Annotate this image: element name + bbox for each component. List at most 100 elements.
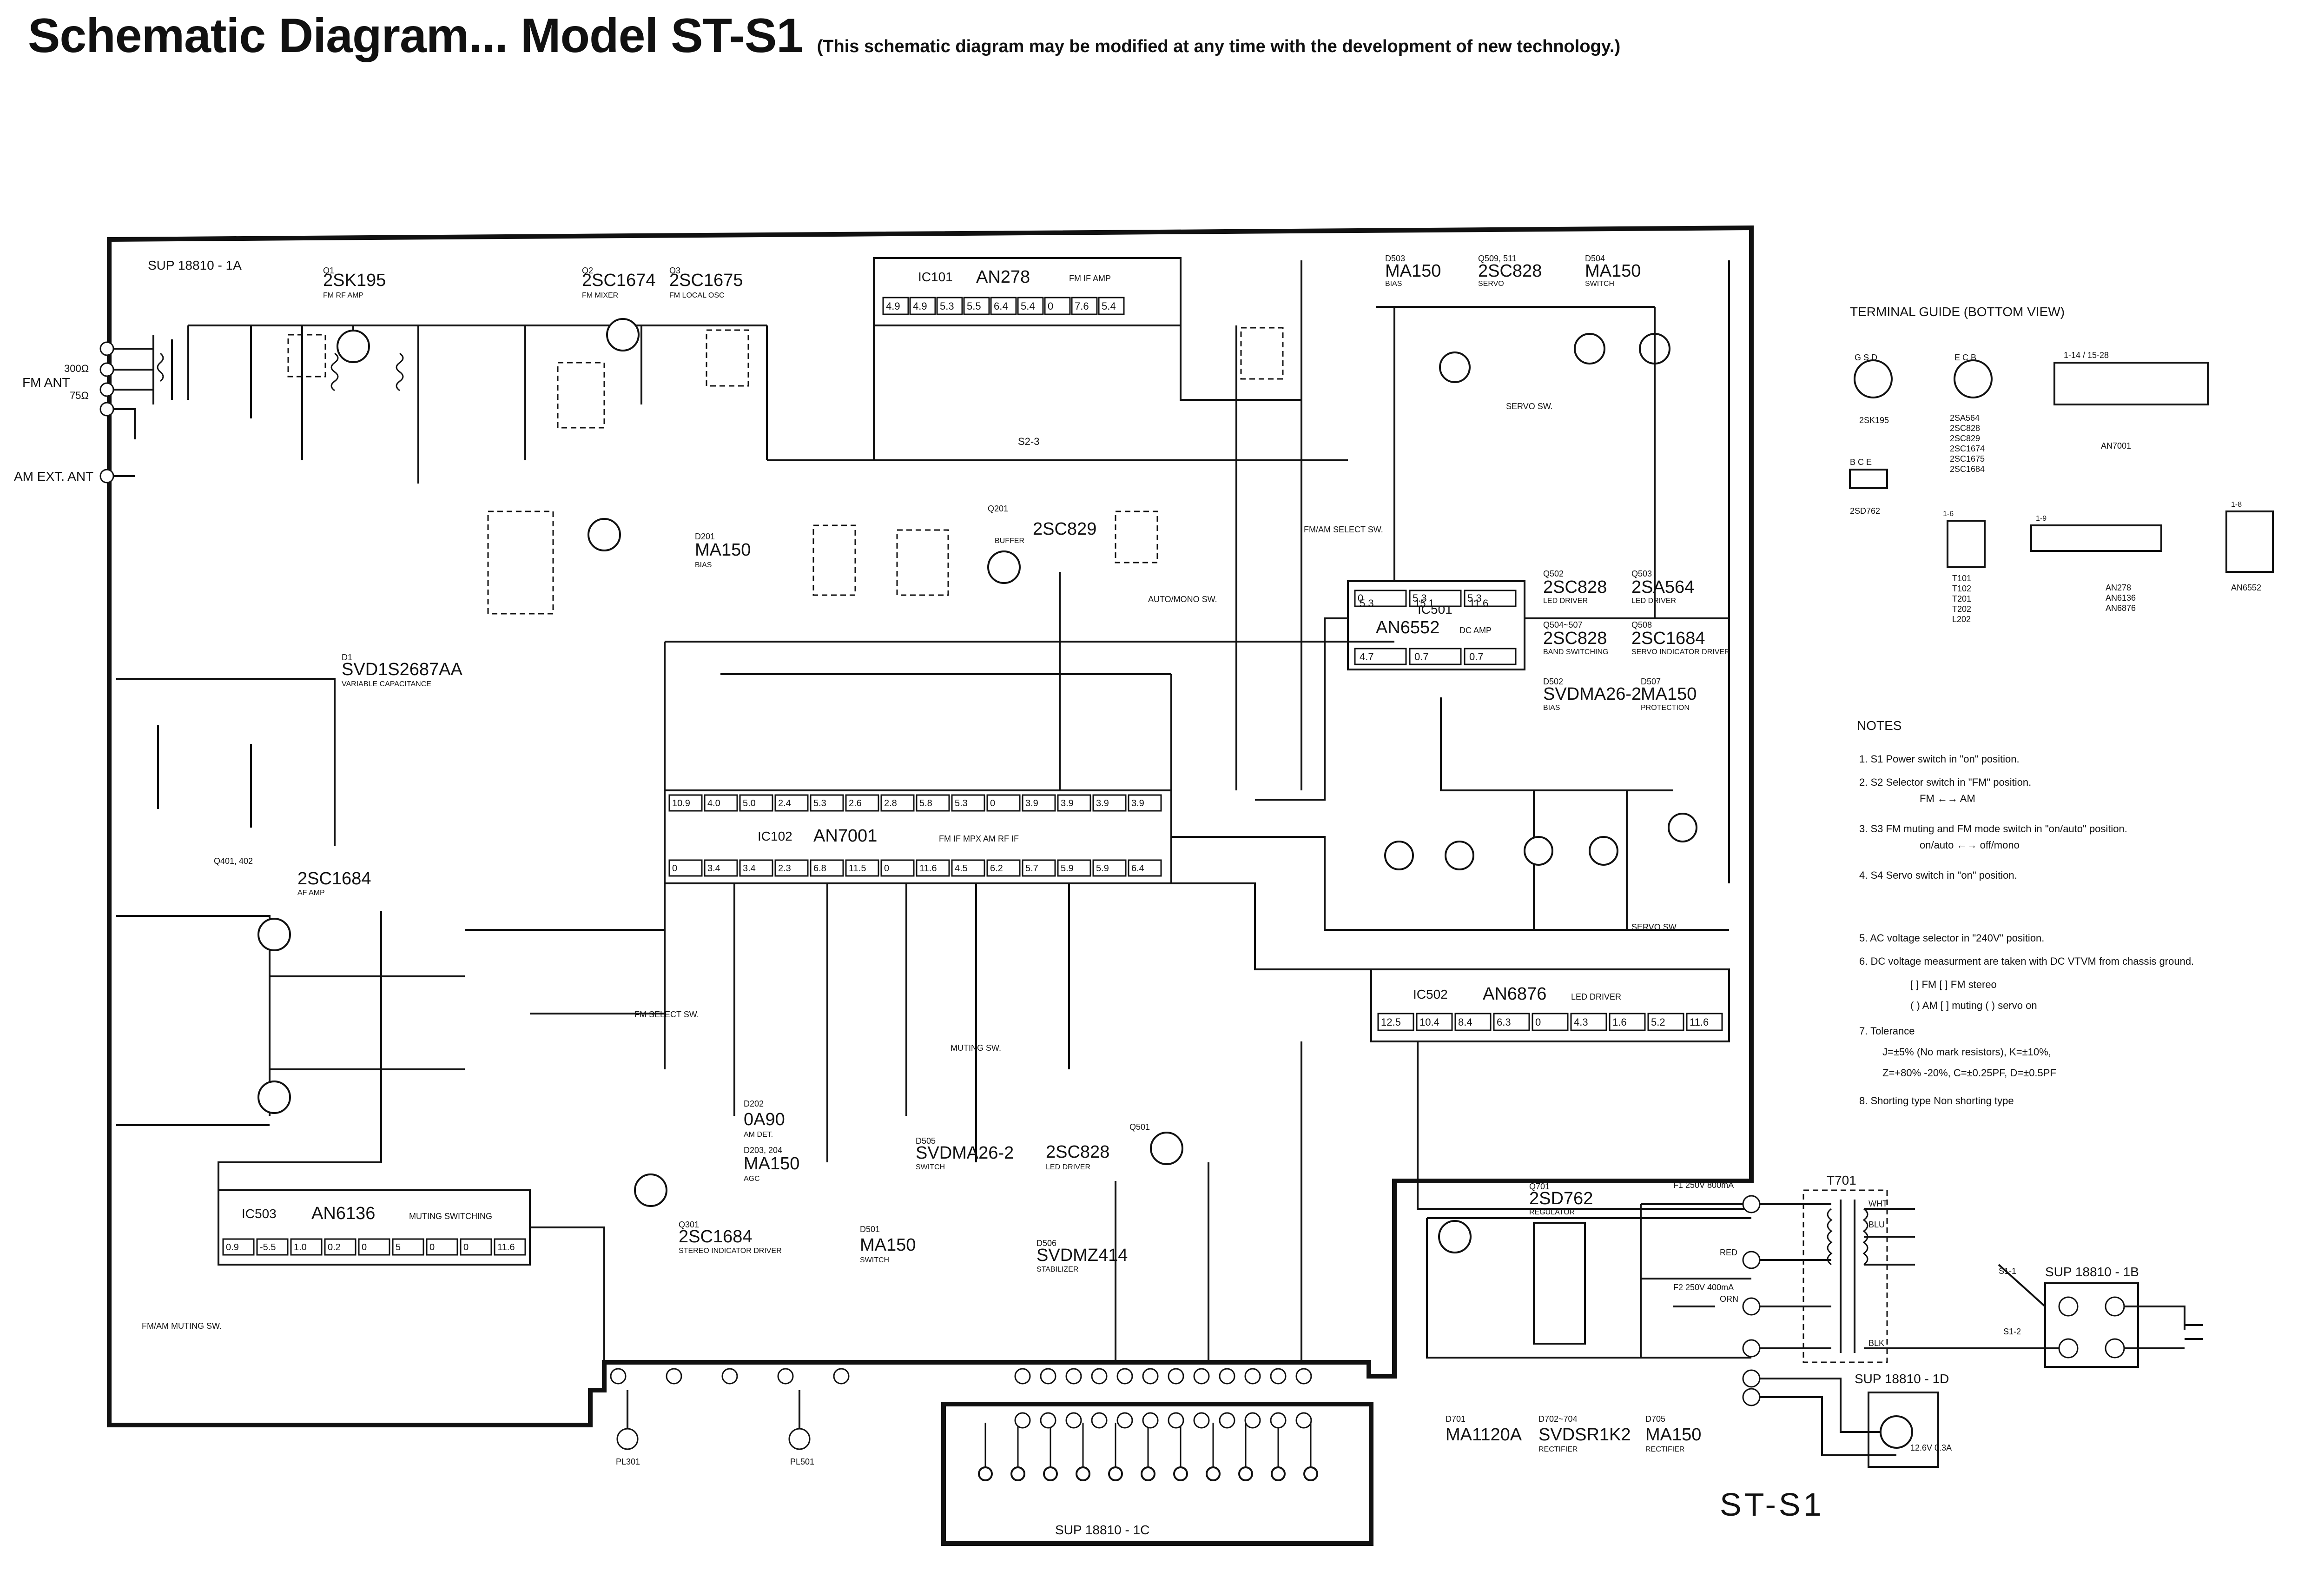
ic-pin-voltage: -5.5: [260, 1242, 276, 1253]
ic-pin-box: [916, 794, 950, 812]
ic-pin-box: [668, 859, 703, 877]
d505-ref: D505: [916, 1136, 936, 1146]
q3-role: FM LOCAL OSC: [669, 292, 725, 299]
q201-ref: Q201: [988, 504, 1008, 513]
ic-pin-box: [1686, 1013, 1723, 1031]
q503-part: 2SA564: [1631, 577, 1694, 597]
ic-pin-box: [1493, 1013, 1530, 1031]
q201-part: 2SC829: [1033, 519, 1096, 539]
d701-ref: D701: [1446, 1414, 1466, 1424]
note-line: 3. S3 FM muting and FM mode switch in "o…: [1859, 823, 2127, 835]
ic-pin-voltage: 0: [1358, 592, 1363, 604]
d502-part: SVDMA26-2: [1543, 684, 1641, 704]
ic-pin-voltage: 0: [362, 1242, 367, 1253]
plugs: PL301 PL501: [616, 1390, 814, 1466]
ic-pin-box: [1057, 794, 1091, 812]
tap-orn: ORN: [1720, 1294, 1738, 1304]
led-icon: [1238, 1466, 1253, 1481]
switch-s4-2-label: SERVO SW.: [1631, 922, 1678, 932]
q301-part: 2SC1684: [679, 1227, 752, 1246]
q201-role: BUFFER: [995, 537, 1024, 545]
ic-pin-voltage: 11.6: [1690, 1016, 1709, 1028]
tg-pins-bce: B C E: [1850, 457, 1872, 467]
ic-pin-voltage: 5: [396, 1242, 401, 1253]
ic-pin-box: [1570, 1013, 1607, 1031]
led-icon: [1206, 1466, 1221, 1481]
ic-pin-box: [810, 859, 844, 877]
d501-ref: D501: [860, 1225, 880, 1234]
board-1d-label: SUP 18810 - 1D: [1855, 1372, 1949, 1386]
d702-part: SVDSR1K2: [1538, 1425, 1631, 1445]
ic-pin-box: [845, 859, 879, 877]
ic-pin-box: [990, 297, 1017, 315]
antenna-section: 300Ω FM ANT 75Ω AM EXT. ANT: [14, 335, 189, 484]
ic-pin-box: [936, 297, 963, 315]
connector-pin: [1040, 1368, 1056, 1385]
ic-pin-voltage: 4.0: [707, 798, 720, 809]
ic502-ref: IC502: [1413, 987, 1448, 1001]
q401-part: 2SC1684: [297, 869, 371, 888]
ic-pin-box: [739, 859, 773, 877]
ic-pin-box: [774, 794, 809, 812]
connector-pin: [1014, 1412, 1031, 1429]
ic-pin-voltage: 3.4: [743, 863, 756, 874]
notes-title: NOTES: [1857, 718, 1901, 733]
q501-ref: Q501: [1129, 1122, 1150, 1132]
tg-pins-an7001: 1-14 / 15-28: [2064, 351, 2109, 360]
ic-pin-voltage: 5.7: [1025, 863, 1038, 874]
tg-part-label: 2SC828: [1950, 424, 1980, 433]
ic-pin-voltage: 11.6: [497, 1242, 515, 1253]
ic102-ref: IC102: [758, 829, 792, 843]
ic-pin-voltage: 11.6: [919, 863, 937, 874]
ic-pin-voltage: 3.9: [1131, 798, 1144, 809]
switch-s1-2-label: S1-2: [2003, 1327, 2021, 1336]
ic-pin-voltage: 5.3: [813, 798, 826, 809]
d705-ref: D705: [1645, 1414, 1665, 1424]
ic-pin-voltage: 10.4: [1419, 1016, 1439, 1028]
q501-part: 2SC828: [1046, 1142, 1109, 1162]
tg-part-label: AN278: [2106, 583, 2131, 592]
connector-pin: [1091, 1368, 1108, 1385]
q2-role: FM MIXER: [582, 292, 618, 299]
tg-part-label: AN6876: [2106, 603, 2136, 613]
ic-pin-box: [1092, 859, 1127, 877]
ic-pin-voltage: 5.3: [955, 798, 968, 809]
ic-pin-voltage: 3.9: [1061, 798, 1074, 809]
switch-s2-2-label: FM SELECT SW.: [634, 1010, 699, 1019]
d705-part: MA150: [1645, 1425, 1701, 1445]
d506-part: SVDMZ414: [1037, 1246, 1128, 1265]
ic-pin-box: [494, 1238, 526, 1256]
ic-pin-voltage: 3.9: [1025, 798, 1038, 809]
ic-pin-voltage: 5.5: [967, 300, 981, 312]
ic-pin-box: [810, 794, 844, 812]
ic-pin-voltage: 6.3: [1497, 1016, 1511, 1028]
ic-pin-box: [358, 1238, 390, 1256]
d506-role: STABILIZER: [1037, 1266, 1078, 1273]
ic-pin-box: [986, 794, 1021, 812]
am-antenna-label: AM EXT. ANT: [14, 469, 93, 484]
note-line: 4. S4 Servo switch in "on" position.: [1859, 869, 2017, 881]
led-icon: [978, 1466, 993, 1481]
tg-pins-label: 1-8: [2231, 501, 2242, 509]
q301-ref: Q301: [679, 1220, 699, 1229]
ic-pin-voltage: 6.4: [1131, 863, 1144, 874]
ic-pin-box: [739, 794, 773, 812]
connector-pin: [1193, 1412, 1210, 1429]
ic-pin-box: [1647, 1013, 1684, 1031]
q701-part: 2SD762: [1529, 1189, 1593, 1208]
ic102-part: AN7001: [813, 826, 877, 846]
q501-role: LED DRIVER: [1046, 1163, 1090, 1171]
connector-pin: [1065, 1368, 1082, 1385]
ic501-function: DC AMP: [1459, 626, 1492, 635]
ic-pin-voltage: 0: [1048, 300, 1053, 312]
notes-list: 1. S1 Power switch in "on" position.2. S…: [1859, 753, 2194, 1107]
ic-pin-voltage: 15.1: [1414, 597, 1434, 609]
tg-part-label: T202: [1952, 604, 1971, 614]
q508-ref: Q508: [1631, 620, 1652, 630]
q1-ref: Q1: [323, 266, 334, 275]
